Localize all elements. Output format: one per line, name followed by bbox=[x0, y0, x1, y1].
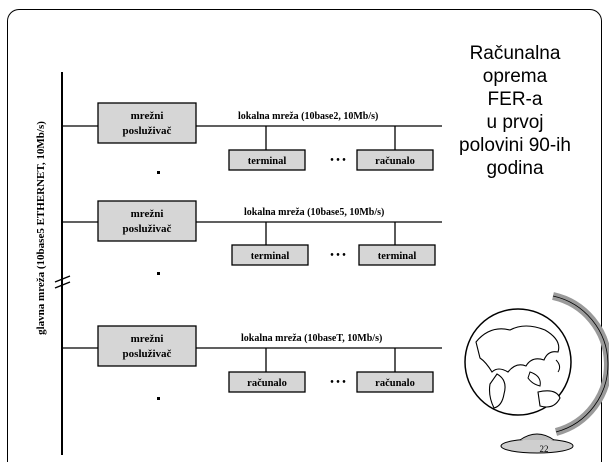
title-line: u prvoj bbox=[486, 112, 544, 133]
node-label: terminal bbox=[378, 251, 417, 262]
lan-group-2: mrežni posluživač lokalna mreža (10base5… bbox=[62, 200, 442, 275]
server-box[interactable] bbox=[97, 325, 197, 367]
node-label: računalo bbox=[375, 156, 415, 167]
continuation-dot bbox=[157, 171, 160, 174]
server-box[interactable] bbox=[97, 102, 197, 144]
page-number: 22 bbox=[540, 444, 549, 454]
title-line: polovini 90-ih bbox=[459, 135, 571, 156]
server-label: mrežni bbox=[131, 333, 164, 345]
server-label: posluživač bbox=[123, 348, 172, 360]
lan-group-1: mrežni posluživač lokalna mreža (10base2… bbox=[62, 102, 442, 174]
node-label: računalo bbox=[247, 378, 287, 389]
lan-label: lokalna mreža (10base2, 10Mb/s) bbox=[238, 111, 378, 122]
node-label: terminal bbox=[248, 156, 287, 167]
backbone-break bbox=[54, 275, 71, 283]
node-label: računalo bbox=[375, 378, 415, 389]
node-box[interactable] bbox=[358, 244, 436, 266]
ellipsis: • • • bbox=[330, 250, 346, 261]
ellipsis: • • • bbox=[330, 155, 346, 166]
title-line: oprema bbox=[482, 66, 548, 87]
node-box[interactable] bbox=[228, 371, 306, 393]
server-label: posluživač bbox=[123, 125, 172, 137]
globe-icon bbox=[464, 292, 609, 454]
continuation-dot bbox=[157, 397, 160, 400]
continuation-dot bbox=[157, 272, 160, 275]
title-line: godina bbox=[486, 158, 544, 179]
title-line: Računalna bbox=[469, 43, 561, 64]
ellipsis: • • • bbox=[330, 377, 346, 388]
node-box[interactable] bbox=[356, 371, 434, 393]
lan-group-3: mrežni posluživač lokalna mreža (10baseT… bbox=[62, 325, 442, 400]
title-line: FER-a bbox=[487, 89, 543, 110]
slide-title: Računalna oprema FER-a u prvoj polovini … bbox=[450, 42, 580, 180]
node-box[interactable] bbox=[228, 149, 306, 171]
backbone-label: glavna mreža (10base5 ETHERNET, 10Mb/s) bbox=[35, 121, 47, 335]
node-box[interactable] bbox=[231, 244, 309, 266]
server-label: mrežni bbox=[131, 110, 164, 122]
node-box[interactable] bbox=[356, 149, 434, 171]
lan-label: lokalna mreža (10baseT, 10Mb/s) bbox=[241, 333, 382, 344]
server-label: posluživač bbox=[123, 223, 172, 235]
slide-frame bbox=[7, 9, 602, 462]
node-label: terminal bbox=[251, 251, 290, 262]
lan-label: lokalna mreža (10base5, 10Mb/s) bbox=[244, 207, 384, 218]
server-box[interactable] bbox=[97, 200, 197, 242]
backbone-break bbox=[54, 281, 71, 289]
server-label: mrežni bbox=[131, 208, 164, 220]
